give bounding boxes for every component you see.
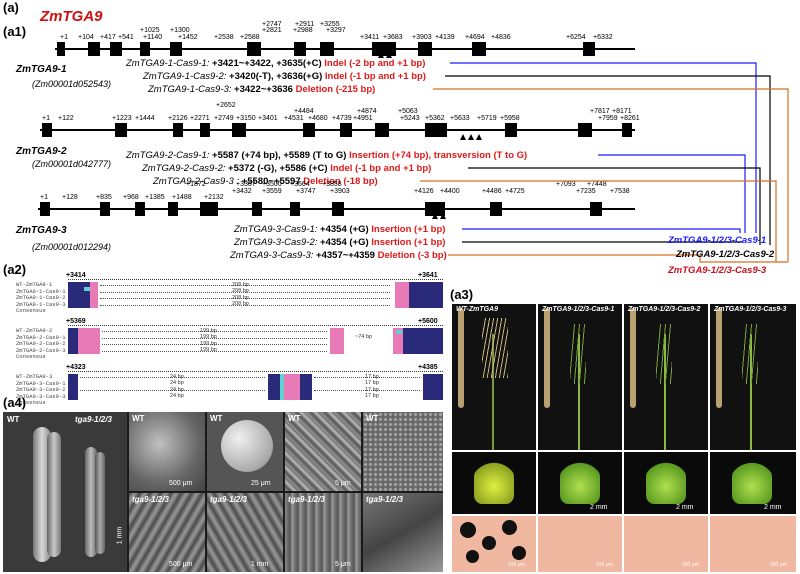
panel-a-label: (a) (3, 0, 19, 15)
gene3-mut3: ZmTGA9-3-Cas9-3: +4357~+4359 Deletion (-… (230, 250, 447, 261)
gene2-name: ZmTGA9-2 (16, 146, 67, 157)
gene2-mut3: ZmTGA9-2-Cas9-3 : +5580~+5597 Deletion (… (153, 176, 378, 187)
panel-a4-label: (a4) (3, 395, 27, 410)
gene3-mut1: ZmTGA9-3-Cas9-1: +4354 (+G) Insertion (+… (234, 224, 446, 235)
panel-a1-label: (a1) (3, 24, 27, 39)
combined-cas9-3: ZmTGA9-1/2/3-Cas9-3 (668, 265, 767, 276)
gene3-name: ZmTGA9-3 (16, 225, 67, 236)
combined-cas9-1: ZmTGA9-1/2/3-Cas9-1 (668, 235, 767, 246)
gene1-id: (Zm00001d052543) (32, 79, 112, 89)
gene1-mut1: ZmTGA9-1-Cas9-1: +3421~+3422, +3635(+C) … (126, 58, 426, 69)
gene3-mut2: ZmTGA9-3-Cas9-2: +4354 (+G) Insertion (+… (234, 237, 446, 248)
combined-cas9-2: ZmTGA9-1/2/3-Cas9-2 (676, 249, 775, 260)
gene2-id: (Zm00001d042777) (32, 159, 112, 169)
gene1-mut2: ZmTGA9-1-Cas9-2: +3420(-T), +3636(+G) In… (143, 71, 426, 82)
gene1-mut3: ZmTGA9-1-Cas9-3: +3422~+3636 Deletion (-… (148, 84, 376, 95)
panel-a3-label: (a3) (450, 287, 474, 302)
panel-a2-label: (a2) (3, 262, 27, 277)
gene1-name: ZmTGA9-1 (16, 64, 67, 75)
gene3-id: (Zm00001d012294) (32, 242, 112, 252)
figure-title: ZmTGA9 (40, 8, 103, 25)
gene2-mut1: ZmTGA9-2-Cas9-1: +5587 (+74 bp), +5589 (… (126, 150, 528, 161)
phenotype-panel: WT-ZmTGA9 ZmTGA9-1/2/3-Cas9-1 ZmTGA9-1/2… (452, 304, 796, 572)
sem-panel: WT tga9-1/2/3 1 mm WT 500 μm WT 25 μm WT… (3, 412, 443, 572)
gene2-mut2: ZmTGA9-2-Cas9-2: +5372 (-G), +5586 (+C) … (142, 163, 432, 174)
